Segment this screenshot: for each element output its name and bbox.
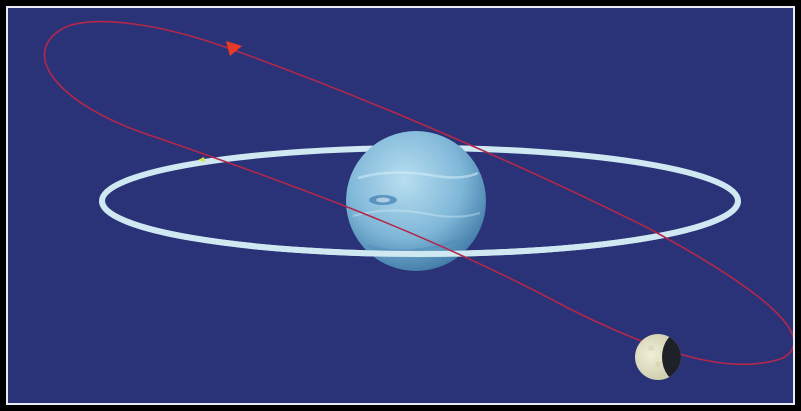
moon-icon	[635, 334, 681, 380]
ring-front	[99, 201, 741, 257]
orbit-direction-arrow-icon	[226, 41, 242, 56]
moon-orbit-path	[43, 20, 793, 366]
orbit-diagram	[8, 8, 793, 403]
diagram-panel	[6, 6, 795, 405]
ring-marker-icon	[198, 157, 205, 162]
blue-planet-icon	[346, 131, 486, 271]
